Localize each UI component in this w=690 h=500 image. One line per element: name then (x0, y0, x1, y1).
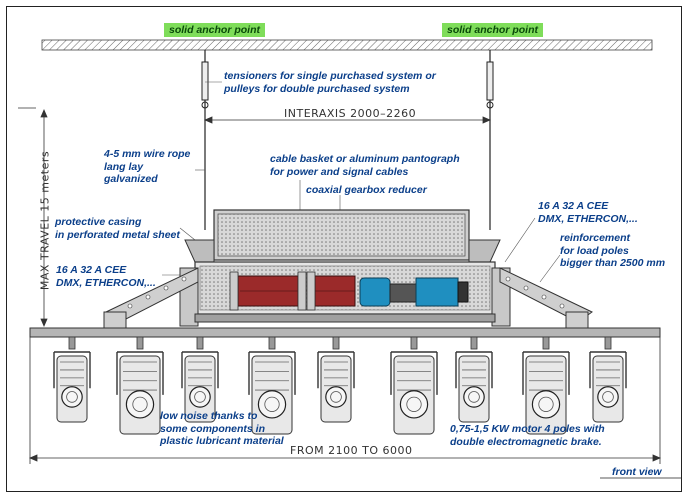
stage-light (248, 336, 296, 435)
gearbox-callout: coaxial gearbox reducer (306, 184, 427, 196)
tensioners-callout: tensioners for single purchased system o… (224, 70, 436, 95)
motor-callout: 0,75-1,5 KW motor 4 poles with double el… (450, 423, 605, 448)
width-range-label: FROM 2100 TO 6000 (290, 444, 413, 457)
left-anchor-tag: solid anchor point (164, 23, 265, 37)
light-pipe-bar (29, 327, 661, 338)
drawing-frame (6, 6, 682, 492)
support-struts (103, 267, 593, 329)
stage-light (116, 336, 164, 435)
connectors-left-callout: 16 A 32 A CEE DMX, ETHERCON,... (56, 264, 156, 289)
stage-lights (53, 336, 627, 435)
motor-and-gearbox (359, 277, 469, 307)
cable-basket (213, 209, 470, 261)
interaxis-label: INTERAXIS 2000–2260 (284, 107, 417, 120)
connectors-right-callout: 16 A 32 A CEE DMX, ETHERCON,... (538, 200, 638, 225)
wire-rope-callout: 4-5 mm wire rope lang lay galvanized (104, 148, 191, 185)
max-travel-label: MAX TRAVEL 15 meters (38, 150, 52, 291)
front-view-label: front view (612, 466, 662, 478)
stage-light (53, 336, 91, 423)
strut-holes (127, 276, 565, 309)
right-anchor-tag: solid anchor point (442, 23, 543, 37)
protective-casing-callout: protective casing in perforated metal sh… (55, 216, 180, 241)
reinforcement-callout: reinforcement for load poles bigger than… (560, 232, 666, 269)
stage-light (589, 336, 627, 423)
suspension-ropes (201, 50, 494, 230)
stage-light (317, 336, 355, 423)
low-noise-callout: low noise thanks to some components in p… (160, 410, 284, 447)
width-range-dimension-line (28, 335, 662, 464)
cable-basket-callout: cable basket or aluminum pantograph for … (270, 153, 460, 178)
stage-light (390, 336, 438, 435)
winch-drums (229, 271, 356, 311)
interaxis-dimension-line (203, 116, 492, 124)
stage-light (522, 336, 570, 435)
stage-light (455, 336, 493, 423)
max-travel-dimension-line (18, 107, 48, 328)
ceiling-anchor (41, 39, 653, 51)
stage-light (181, 336, 219, 423)
